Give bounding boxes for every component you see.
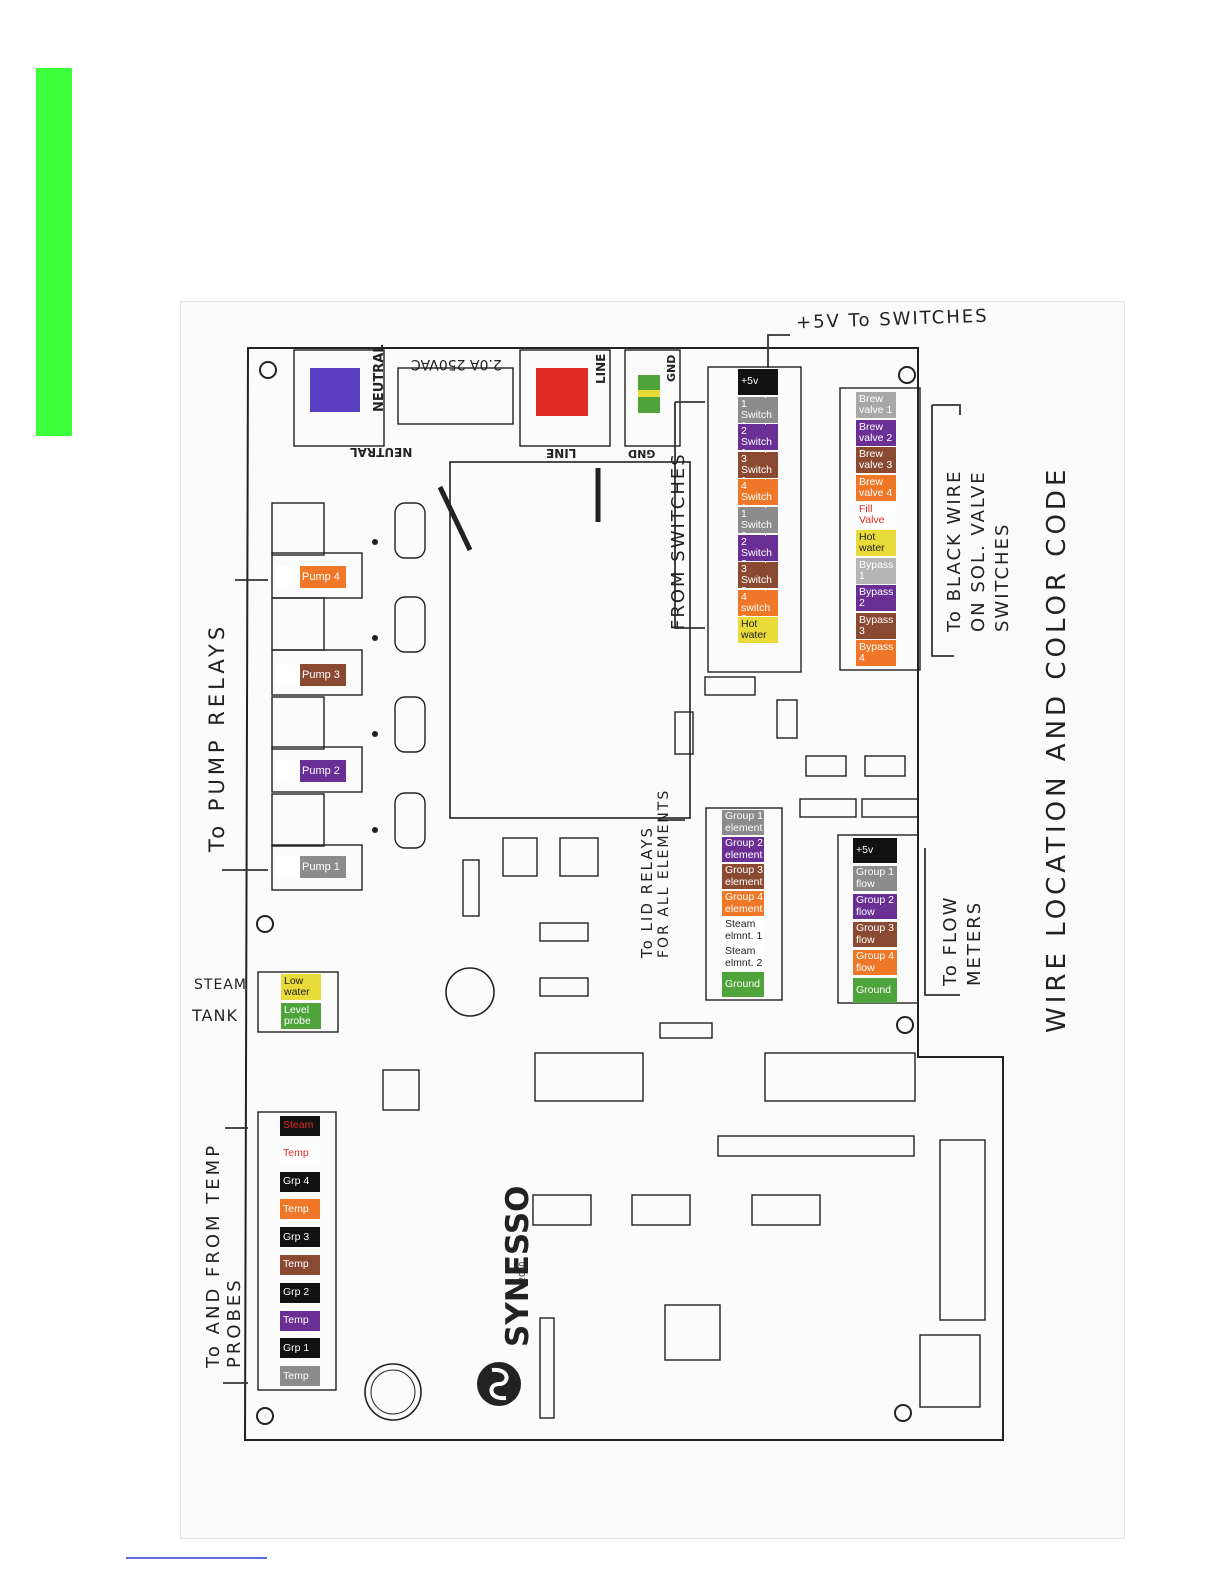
switch-terminal-label: Group 2 Switch 2: [738, 534, 778, 561]
switch-terminal-label: Group 3 Switch 1: [738, 451, 778, 478]
valve-terminal-label: Brew valve 4: [856, 474, 896, 501]
annotation-flow-meters-1: To FLOW: [940, 895, 961, 986]
temp-probe-terminal-label: Grp 4: [280, 1171, 320, 1192]
temp-probe-terminal-label: Grp 1: [280, 1338, 320, 1359]
valve-terminal-label: Bypass 2: [856, 585, 896, 612]
temp-probe-terminal-label: Temp: [280, 1143, 320, 1164]
element-terminal-label: Group 2 element: [722, 837, 764, 862]
line-bottom-label: LINE: [546, 446, 577, 460]
pump-relay-label: Pump 1: [276, 856, 346, 878]
element-terminal-label: Group 4 element: [722, 891, 764, 916]
pump-relay-label: Pump 3: [276, 664, 346, 686]
annotation-black-wire-2: ON SOL. VALVE: [968, 470, 989, 632]
annotation-temp-probes-1: To AND FROM TEMP: [203, 1142, 224, 1368]
neutral-top-label: NEUTRAL: [372, 344, 387, 412]
flow-terminal-label: Group 2 flow: [853, 894, 897, 919]
annotation-flow-meters-2: METERS: [964, 900, 985, 986]
annotation-black-wire-3: SWITCHES: [992, 522, 1013, 632]
flow-terminal-label: Group 4 flow: [853, 950, 897, 975]
annotation-steam: STEAM: [194, 977, 247, 993]
temp-probe-terminal-label: Steam: [280, 1116, 320, 1136]
fuse-rating-label: 2.0A 250VAC: [411, 356, 502, 372]
element-terminal-label: Ground: [722, 972, 764, 997]
temp-probe-terminal-label: Grp 3: [280, 1227, 320, 1248]
switch-terminal-label: Group 4 switch 2: [738, 589, 778, 616]
valve-terminal-label: Brew valve 1: [856, 392, 896, 418]
copyright-text: ©2010: [518, 1261, 527, 1290]
mount-hole: [898, 366, 916, 384]
flow-terminal-label: +5v: [853, 838, 897, 863]
accent-bar: [36, 68, 72, 436]
valve-terminal-label: Fill Valve: [856, 502, 896, 529]
annotation-from-switches: FROM SWITCHES: [668, 452, 689, 630]
flow-terminal-label: Ground: [853, 978, 897, 1003]
annotation-wire-location-title: WIRE LOCATION AND COLOR CODE: [1042, 465, 1072, 1033]
annotation-tank: TANK: [192, 1006, 238, 1025]
valve-terminal-label: Bypass 1: [856, 557, 896, 584]
annotation-lid-relays-1: To LID RELAYS: [638, 825, 656, 958]
valve-terminal-label: Bypass 4: [856, 640, 896, 667]
element-terminal-label: Steam elmnt. 2: [722, 945, 764, 970]
mount-hole: [896, 1016, 914, 1034]
neutral-bottom-label: NEUTRAL: [350, 445, 413, 459]
temp-probe-terminal-label: Temp: [280, 1199, 320, 1220]
scanned-page: [181, 302, 1124, 1538]
mount-hole: [894, 1404, 912, 1422]
line-top-label: LINE: [594, 353, 608, 384]
mount-hole: [259, 361, 277, 379]
switch-terminal-label: Group 1 Switch 1: [738, 396, 778, 423]
gnd-bottom-label: GND: [628, 447, 656, 460]
element-terminal-label: Steam elmnt. 1: [722, 918, 764, 943]
switch-terminal-label: +5v: [738, 369, 778, 395]
element-terminal-label: Group 1 element: [722, 810, 764, 835]
board-outline: [243, 347, 1004, 1441]
temp-probe-terminal-label: Temp: [280, 1310, 320, 1331]
valve-terminal-label: Brew valve 3: [856, 447, 896, 474]
footer-rule: [126, 1557, 267, 1559]
steam-tank-terminal-label: Low water: [281, 974, 321, 1000]
main-module: [449, 461, 691, 819]
valve-terminal-label: Hot water: [856, 530, 896, 556]
annotation-black-wire-1: To BLACK WIRE: [944, 469, 965, 632]
flow-terminal-label: Group 1 flow: [853, 866, 897, 891]
switch-terminal-label: Group 2 Switch 1: [738, 424, 778, 451]
mount-hole: [256, 915, 274, 933]
gnd-top-label: GND: [665, 354, 678, 382]
switch-terminal-label: Group 4 Switch 1: [738, 479, 778, 506]
switch-terminal-label: Group 1 Switch 2: [738, 507, 778, 533]
temp-probe-terminal-label: Grp 2: [280, 1282, 320, 1303]
mount-hole: [256, 1407, 274, 1425]
switch-terminal-label: Group 3 Switch 2: [738, 562, 778, 589]
pump-relay-label: Pump 4: [276, 566, 346, 588]
annotation-lid-relays-2: FOR ALL ELEMENTS: [656, 788, 672, 958]
annotation-temp-probes-2: PROBES: [224, 1277, 245, 1368]
switch-terminal-label: Hot water: [738, 617, 778, 644]
temp-probe-terminal-label: Temp: [280, 1255, 320, 1275]
steam-tank-terminal-label: Level probe: [281, 1003, 321, 1029]
valve-terminal-label: Bypass 3: [856, 612, 896, 639]
pump-relay-label: Pump 2: [276, 760, 346, 782]
flow-terminal-label: Group 3 flow: [853, 922, 897, 947]
valve-terminal-label: Brew valve 2: [856, 419, 896, 446]
temp-probe-terminal-label: Temp: [280, 1366, 320, 1387]
annotation-pump-relays: To PUMP RELAYS: [205, 622, 229, 852]
element-terminal-label: Group 3 element: [722, 864, 764, 889]
